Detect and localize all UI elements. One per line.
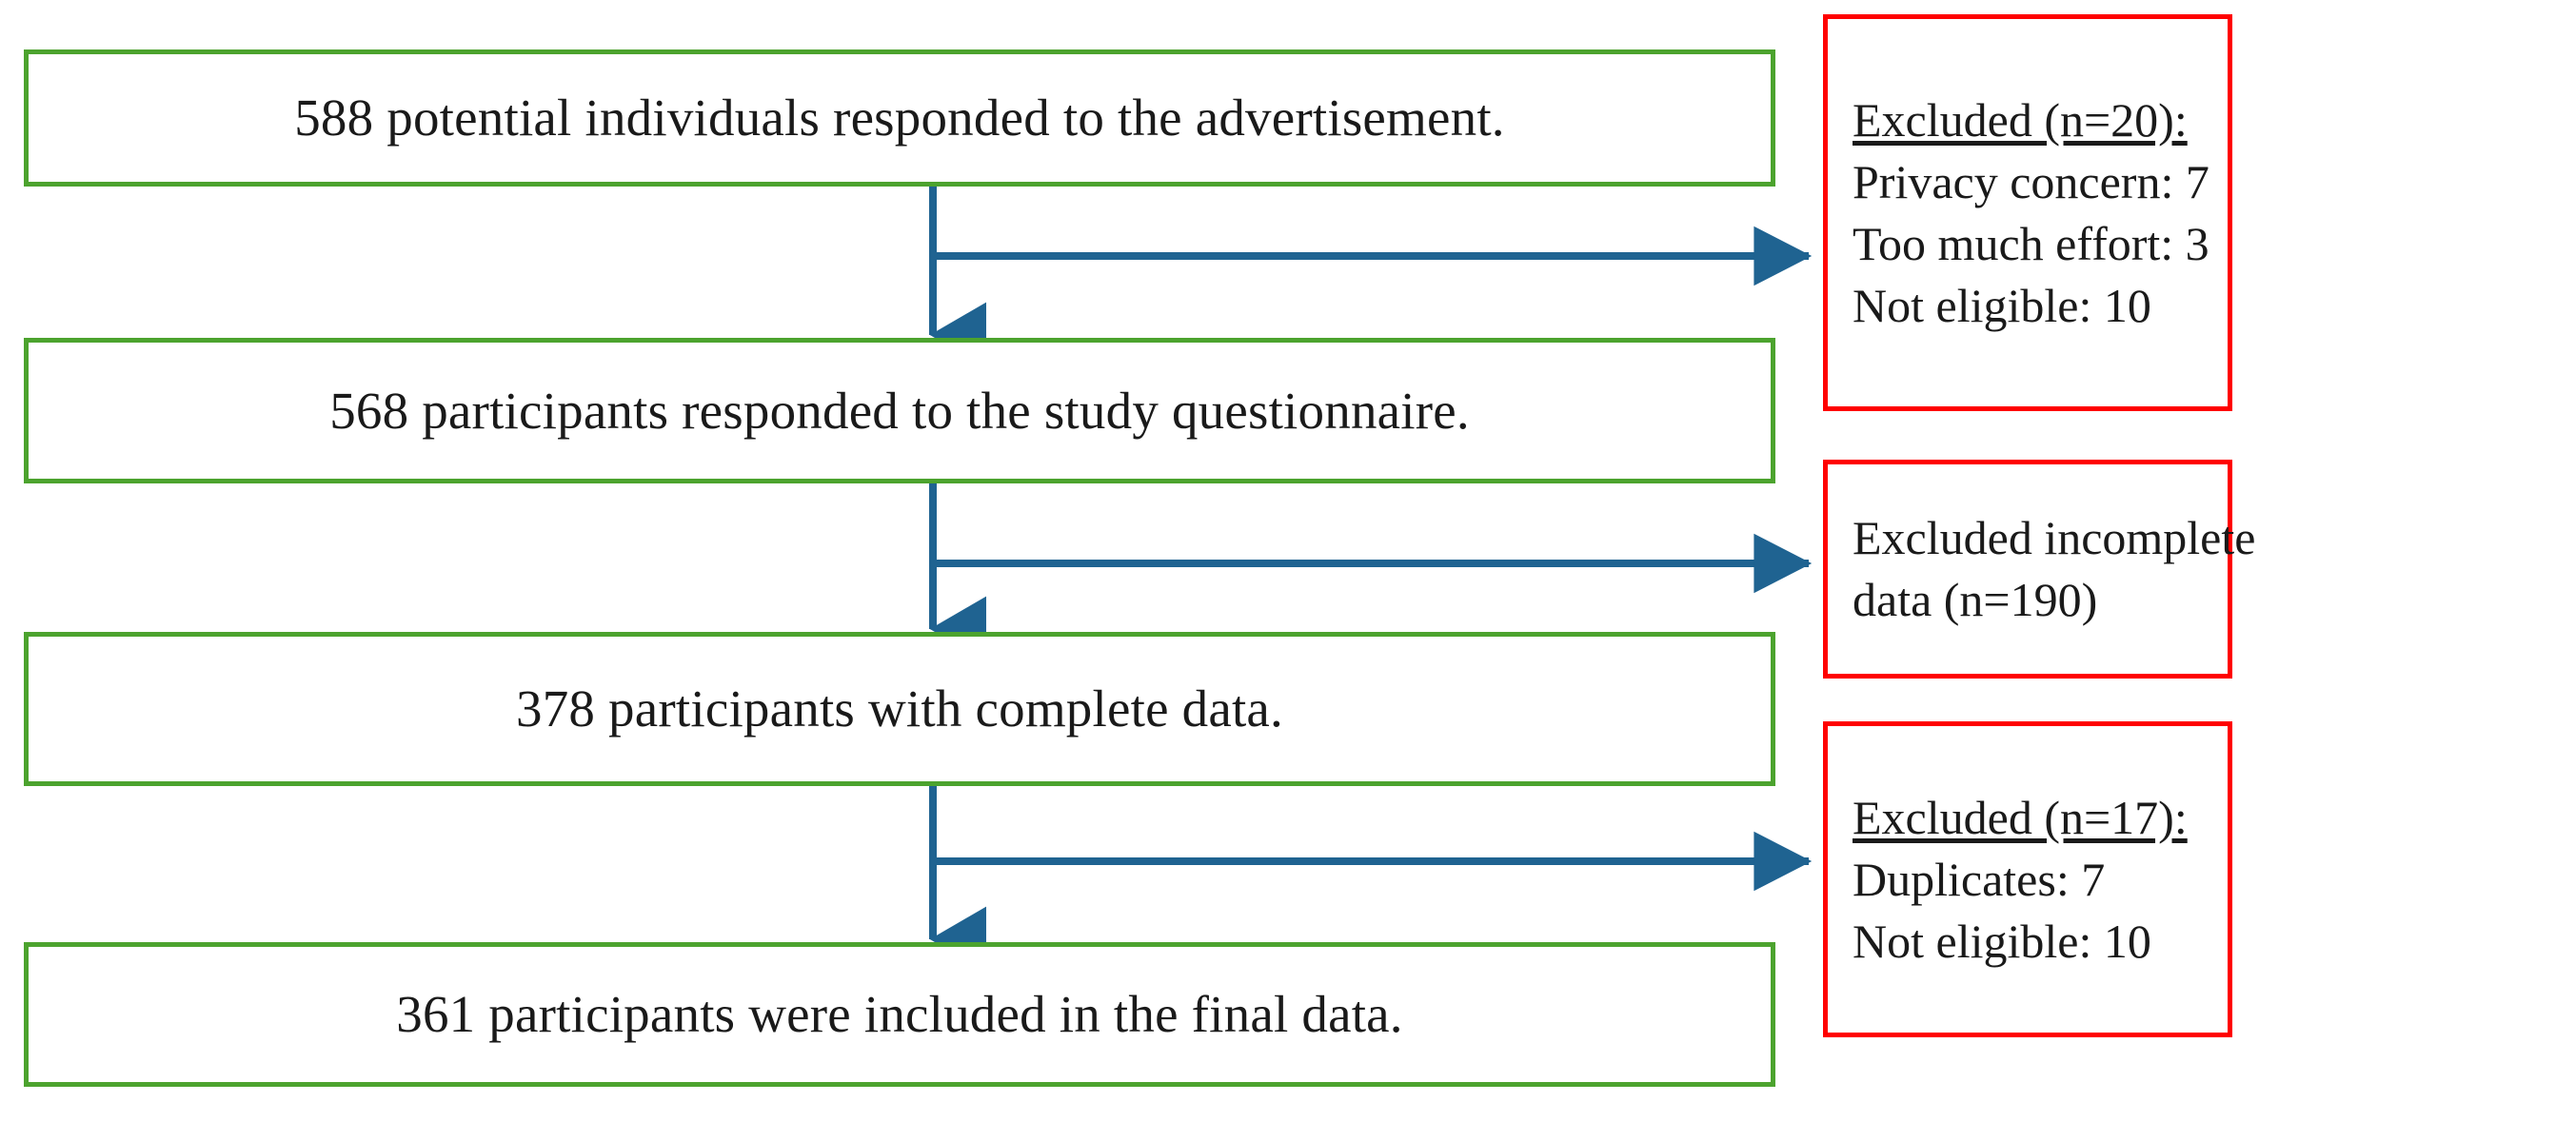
exclusion-box-excluded-incomplete-190: Excluded incomplete data (n=190) — [1823, 460, 2256, 679]
exclusion-box-excluded-17: Excluded (n=17): Duplicates: 7 Not eligi… — [1823, 721, 2232, 1037]
flow-box-responded-questionnaire: 568 participants responded to the study … — [24, 338, 1775, 483]
exclusion-reason: Privacy concern: 7 — [1853, 154, 2209, 208]
exclusion-box-excluded-20: Excluded (n=20): Privacy concern: 7 Too … — [1823, 14, 2232, 411]
flow-box-final-data: 361 participants were included in the fi… — [24, 942, 1775, 1087]
flow-box-label: 568 participants responded to the study … — [329, 381, 1470, 440]
exclusion-reason: data (n=190) — [1853, 573, 2098, 626]
flow-box-responded-advertisement: 588 potential individuals responded to t… — [24, 49, 1775, 187]
exclusion-reason: Not eligible: 10 — [1853, 914, 2151, 968]
connector-3 — [929, 786, 1813, 973]
exclusion-heading: Excluded (n=17): — [1853, 790, 2188, 844]
flow-box-label: 588 potential individuals responded to t… — [294, 89, 1505, 148]
exclusion-heading: Excluded (n=20): — [1853, 92, 2188, 147]
flow-box-label: 361 participants were included in the fi… — [396, 985, 1403, 1044]
flow-box-label: 378 participants with complete data. — [516, 679, 1283, 738]
exclusion-reason: Not eligible: 10 — [1853, 278, 2151, 332]
connector-2 — [929, 483, 1813, 662]
exclusion-reason: Duplicates: 7 — [1853, 852, 2106, 906]
flow-box-complete-data: 378 participants with complete data. — [24, 632, 1775, 786]
connector-1 — [929, 187, 1813, 368]
exclusion-reason: Too much effort: 3 — [1853, 216, 2209, 270]
exclusion-reason: Excluded incomplete — [1853, 511, 2256, 564]
